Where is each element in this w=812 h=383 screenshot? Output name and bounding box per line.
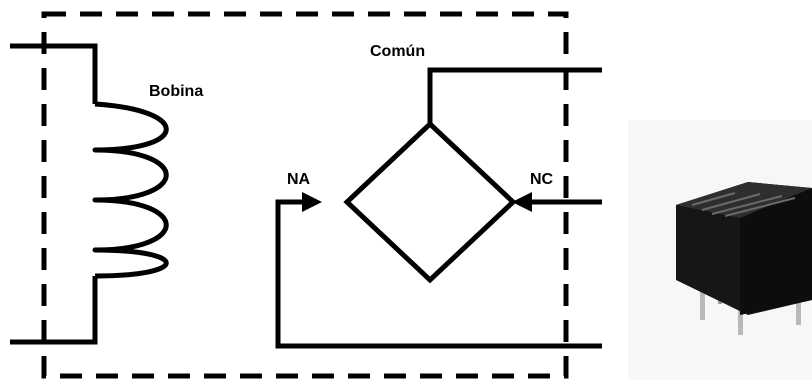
coil-bottom-wire (10, 276, 98, 345)
switch-contact-diamond (343, 120, 517, 284)
na-wire (275, 199, 602, 349)
nc-label: NC (530, 171, 554, 188)
relay-pin (796, 285, 801, 325)
relay-marking (701, 193, 761, 211)
common-label: Común (370, 43, 425, 60)
relay-top-face (676, 182, 812, 218)
relay-side-face (740, 188, 812, 315)
coil-top-wire (10, 43, 98, 104)
relay-marking (691, 192, 736, 206)
relay-pin (700, 285, 705, 320)
relay-marking (724, 197, 796, 217)
relay-photo (628, 120, 812, 380)
relay-pin (738, 295, 743, 335)
coil-winding (92, 101, 169, 279)
relay-enclosure-dashed-box (41, 11, 569, 379)
na-arrow-icon (302, 192, 322, 212)
coil-label: Bobina (149, 83, 203, 100)
nc-arrow-icon (512, 192, 532, 212)
relay-marking (711, 195, 783, 215)
na-label: NA (287, 171, 311, 188)
common-wire (427, 67, 602, 124)
